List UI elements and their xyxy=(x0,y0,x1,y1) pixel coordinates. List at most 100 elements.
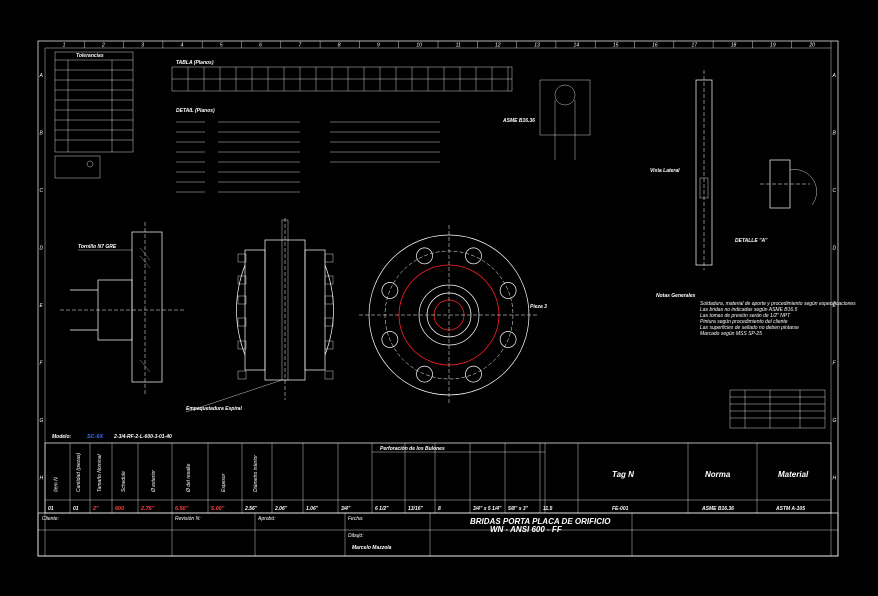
modelo-value: 2-3/4-RF-2-L-600-3-01-40 xyxy=(113,434,172,440)
general-notes: Notas Generales Soldadura, material de a… xyxy=(656,293,856,337)
table-cell: 5.00" xyxy=(211,506,225,512)
detail-notes: DETAIL (Planos) xyxy=(176,108,440,193)
border-letter: C xyxy=(833,188,837,194)
modelo-line: Modelo: SC-6X 2-3/4-RF-2-L-600-3-01-40 xyxy=(52,434,172,440)
note-item: Las bridas no indicadas según ASME B16.5 xyxy=(700,307,798,313)
bolt-hole xyxy=(499,282,517,299)
title-block: Cliente: Revisión N: Aprobó: Fecha: Dibu… xyxy=(37,512,839,557)
border-number: 3 xyxy=(141,43,144,49)
border-number: 10 xyxy=(416,43,422,49)
border-number: 11 xyxy=(456,43,461,49)
tornillo-label: Tornillo N7 GRE xyxy=(78,244,117,250)
border-number: 5 xyxy=(220,43,223,49)
border-letter: F xyxy=(833,360,837,366)
tag-value: FE-001 xyxy=(612,506,629,512)
border-letter: H xyxy=(833,475,837,481)
table-cell: 2.06" xyxy=(274,506,288,512)
border-number: 18 xyxy=(731,43,737,49)
tolerance-table: Tolerancias xyxy=(54,51,134,153)
flange-assembly-view: Empaquetadura Espiral xyxy=(185,218,334,413)
aprobo-label: Aprobó: xyxy=(257,516,276,522)
border-number: 12 xyxy=(495,43,501,49)
border-number: 15 xyxy=(613,43,619,49)
border-letter: E xyxy=(40,303,44,309)
column-header: Cantidad (piezas) xyxy=(76,452,82,492)
column-header: Ø exterior xyxy=(151,470,157,493)
border-number: 8 xyxy=(338,43,341,49)
drawing-title-1: BRIDAS PORTA PLACA DE ORIFICIO xyxy=(470,517,611,526)
tab-title: Perforación de los Bulones xyxy=(380,446,445,452)
author-name: Marcelo Mazzola xyxy=(352,545,392,551)
border-letter: C xyxy=(40,188,44,194)
border-number: 9 xyxy=(377,43,380,49)
fecha-label: Fecha: xyxy=(348,516,364,522)
column-header: Tamaño Nominal xyxy=(97,453,103,492)
modelo-code: SC-6X xyxy=(87,434,104,440)
flange-front-view: Pieza 3 xyxy=(359,225,547,405)
border-letter: G xyxy=(40,418,44,424)
empaquetadura-label: Empaquetadura Espiral xyxy=(186,406,242,412)
reference-table xyxy=(729,389,826,429)
material-value: ASTM A-105 xyxy=(775,506,805,512)
border-number: 13 xyxy=(534,43,540,49)
table-cell: 2.56" xyxy=(244,506,258,512)
border-number: 4 xyxy=(181,43,184,49)
bolt-hole xyxy=(416,365,433,383)
table-cell: 8 xyxy=(438,506,441,512)
table-cell: 01 xyxy=(73,506,79,512)
column-header: Item N xyxy=(54,477,60,492)
border-letter: B xyxy=(833,130,837,136)
asme-note: ASME B16.36 xyxy=(502,118,535,124)
modelo-label: Modelo: xyxy=(52,434,71,440)
detalle-a-label: DETALLE "A" xyxy=(735,238,768,244)
column-header: Schedule xyxy=(121,471,127,492)
pieza-label: Pieza 3 xyxy=(530,304,547,310)
drawing-title-2: WN - ANSI 600 - FF xyxy=(490,525,563,534)
border-letter: B xyxy=(40,130,44,136)
notes-title: Notas Generales xyxy=(656,293,696,299)
border-letter: G xyxy=(833,418,837,424)
column-header: Espesor xyxy=(221,473,227,492)
main-data-table: Perforación de los Bulones Item N Cantida… xyxy=(44,442,832,514)
border-letter: H xyxy=(40,475,44,481)
border-letter: F xyxy=(40,360,44,366)
border-number: 19 xyxy=(770,43,776,49)
column-header: Ø del resalte xyxy=(186,463,192,493)
note-item: Las superficies de sellado no deben pint… xyxy=(700,325,799,331)
table-cell: 13/16" xyxy=(408,506,424,512)
tabla-title: TABLA (Planos) xyxy=(176,60,214,66)
table-cell: 2.75" xyxy=(140,506,155,512)
table-cell: 2" xyxy=(92,506,99,512)
table-cell: 3/4" xyxy=(341,506,351,512)
table-cell: 5/8" x 3" xyxy=(508,506,529,512)
bolt-hole xyxy=(381,282,399,299)
tag-label: Tag N xyxy=(612,470,634,479)
small-symbol-table xyxy=(54,155,101,179)
tolerance-title: Tolerancias xyxy=(76,53,104,59)
table-cell: 1.06" xyxy=(306,506,319,512)
side-elevation: Vista Lateral DETALLE "A" xyxy=(650,70,817,270)
detail-top-view: ASME B16.36 xyxy=(502,79,591,160)
detail-title: DETAIL (Planos) xyxy=(176,108,215,114)
table-cell: 6 1/2" xyxy=(375,506,389,512)
border-letter: D xyxy=(40,245,44,251)
flange-section-view: Tornillo N7 GRE xyxy=(60,222,185,395)
border-letter: A xyxy=(39,73,44,79)
table-cell: 600 xyxy=(115,506,124,512)
norma-value: ASME B16.36 xyxy=(701,506,734,512)
table-cell: 3/4" x 5 1/4" xyxy=(473,506,502,512)
bolt-hole xyxy=(465,247,482,265)
note-item: Marcado según MSS SP-25 xyxy=(700,331,762,337)
border-letter: E xyxy=(833,303,837,309)
table-cell: 11.5 xyxy=(543,506,553,512)
bolt-hole xyxy=(465,365,482,383)
border-number: 17 xyxy=(691,43,697,49)
note-item: Soldadura, material de aporte y procedim… xyxy=(700,301,856,307)
material-label: Material xyxy=(778,470,809,479)
note-item: Pintura según procedimiento del cliente xyxy=(700,319,788,325)
border-number: 20 xyxy=(808,43,815,49)
border-number: 1 xyxy=(63,43,66,49)
tabla-planos: TABLA (Planos) xyxy=(171,60,513,92)
norma-label: Norma xyxy=(705,470,731,479)
